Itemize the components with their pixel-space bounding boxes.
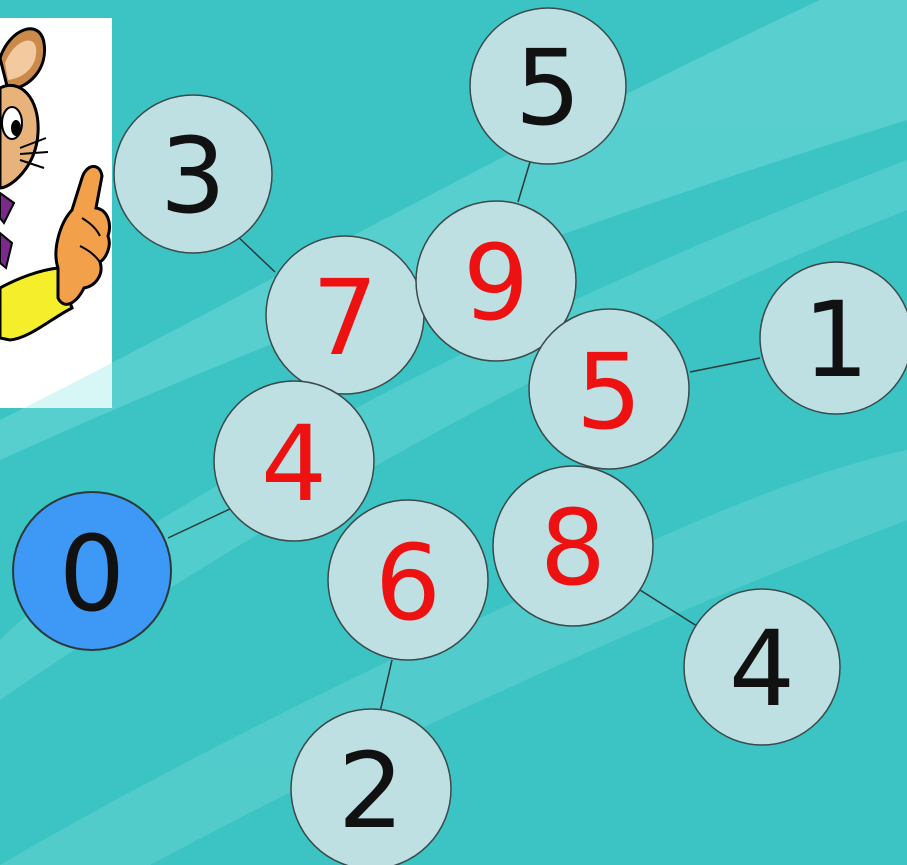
connector-3-7 [235, 234, 275, 272]
sum-number-four: 4 [214, 381, 374, 541]
given-number-lower-right-label: 4 [729, 608, 795, 730]
sum-number-six-label: 6 [375, 522, 441, 644]
sum-number-seven: 7 [266, 236, 424, 394]
given-number-upper-left-label: 3 [160, 115, 226, 237]
start-bubble-label: 0 [59, 513, 125, 635]
sum-number-seven-label: 7 [312, 257, 378, 379]
given-number-lower-right: 4 [684, 589, 840, 745]
sum-number-eight: 8 [493, 466, 653, 626]
sum-number-five-label: 5 [576, 331, 642, 453]
given-number-top-label: 5 [515, 27, 581, 149]
sum-number-six: 6 [328, 500, 488, 660]
sum-number-five: 5 [529, 309, 689, 469]
start-bubble: 0 [13, 492, 171, 650]
sum-number-nine-label: 9 [463, 222, 529, 344]
given-number-bottom-label: 2 [338, 730, 404, 852]
connector-5-1 [690, 358, 760, 372]
given-number-bottom: 2 [291, 709, 451, 865]
sum-number-eight-label: 8 [540, 487, 606, 609]
given-number-top: 5 [470, 8, 626, 164]
given-number-right-label: 1 [803, 279, 869, 401]
sum-number-four-label: 4 [261, 403, 327, 525]
given-number-right: 1 [760, 262, 907, 414]
given-number-upper-left: 3 [114, 95, 272, 253]
